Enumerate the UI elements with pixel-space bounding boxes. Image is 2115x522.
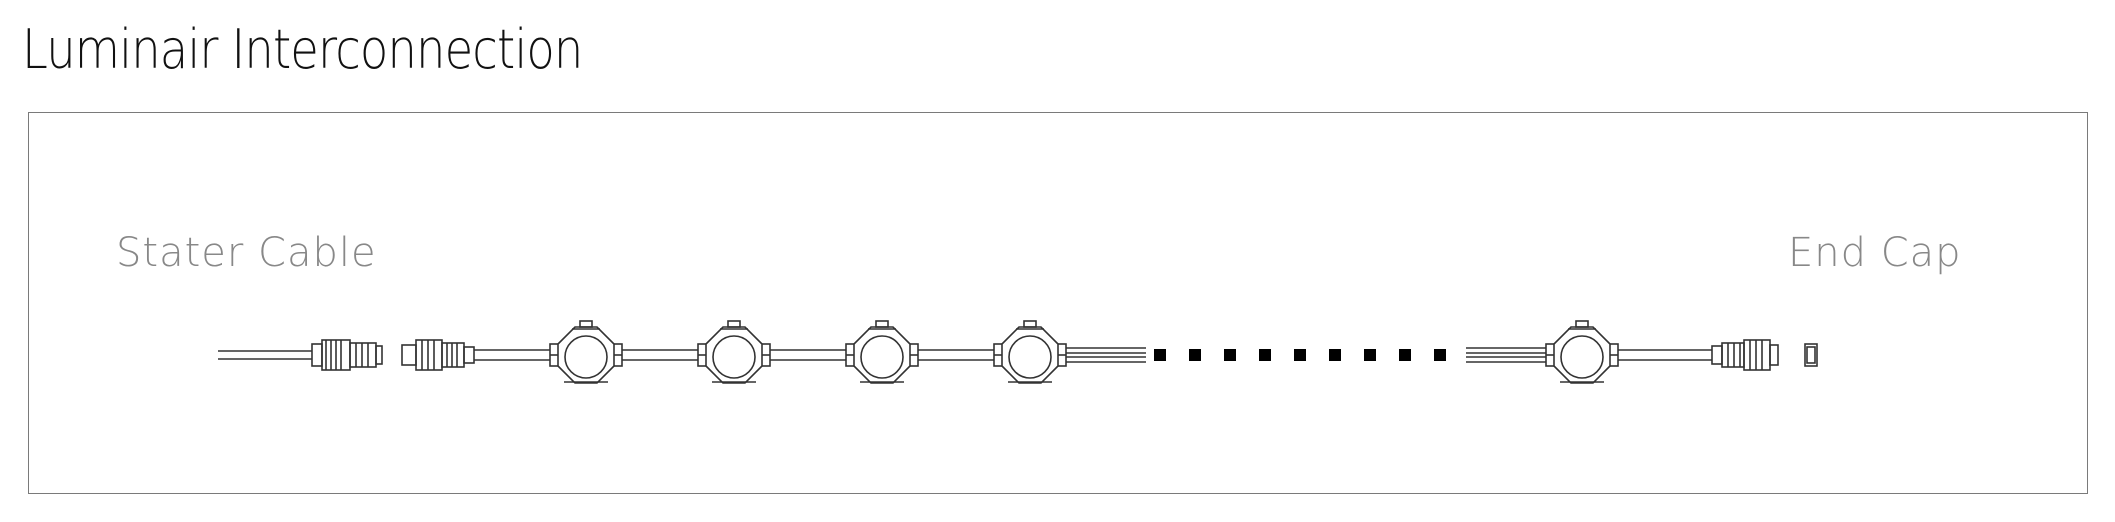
end-cap xyxy=(1804,343,1818,367)
gap-dot xyxy=(1329,349,1341,361)
gap-dot xyxy=(1189,349,1201,361)
gap-dot xyxy=(1294,349,1306,361)
luminaire-node xyxy=(1545,320,1619,384)
luminaire-node xyxy=(549,320,623,384)
gap-dot xyxy=(1399,349,1411,361)
luminaire-node xyxy=(697,320,771,384)
luminaire-node xyxy=(845,320,919,384)
gap-dot xyxy=(1224,349,1236,361)
starter-connector xyxy=(311,339,383,371)
gap-dot xyxy=(1364,349,1376,361)
gap-dot xyxy=(1154,349,1166,361)
gap-dot xyxy=(1259,349,1271,361)
luminaire-node xyxy=(993,320,1067,384)
end-cap-label: End Cap xyxy=(1788,230,1962,276)
starter-cable-label: Stater Cable xyxy=(116,230,377,276)
string-input-connector xyxy=(401,339,475,371)
diagram-frame xyxy=(28,112,2088,494)
starter-cable xyxy=(218,350,312,360)
output-connector xyxy=(1711,339,1779,371)
gap-dot xyxy=(1434,349,1446,361)
page-title: Luminair Interconnection xyxy=(22,18,583,81)
